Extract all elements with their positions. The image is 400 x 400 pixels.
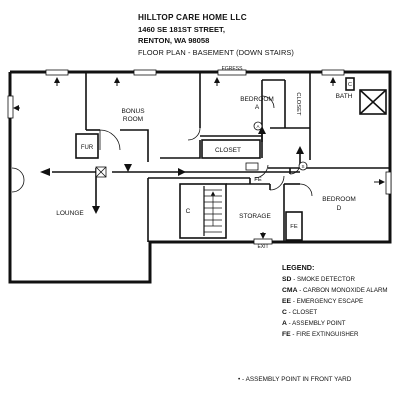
windows (7, 69, 392, 245)
stair-closet-label: C (186, 208, 191, 215)
fe-storage-label: FE (290, 224, 298, 230)
bath-closet-label: C (348, 82, 352, 88)
bedroom-d-label-2: D (337, 205, 342, 212)
door-swings (11, 95, 313, 197)
bonus-room-label-2: ROOM (123, 116, 143, 123)
legend-title: LEGEND: (282, 263, 315, 272)
stairs (203, 186, 222, 236)
exit-label: EXIT (257, 244, 268, 250)
legend-code: EE (282, 298, 292, 305)
interior-walls (75, 72, 390, 242)
closet-label: CLOSET (215, 147, 241, 154)
plan-header: HILLTOP CARE HOME LLC 1460 SE 181ST STRE… (138, 12, 294, 58)
legend: LEGEND: SD - SMOKE DETECTOR CMA - CARBON… (282, 262, 388, 340)
legend-desc: - ASSEMBLY POINT (288, 320, 346, 327)
egress-arrows (13, 77, 385, 239)
facility-name: HILLTOP CARE HOME LLC (138, 13, 247, 22)
bedroom-a-label-2: A (255, 104, 260, 111)
legend-row: C - CLOSET (282, 307, 388, 318)
legend-row: EE - EMERGENCY ESCAPE (282, 296, 388, 307)
smoke-detector-icon (95, 166, 107, 178)
legend-code: A (282, 320, 287, 327)
closet-vertical-label: CLOSET (295, 92, 301, 116)
street-address: 1460 SE 181ST STREET, (138, 24, 225, 34)
legend-code: C (282, 309, 287, 316)
bonus-room-label-1: BONUS (121, 108, 145, 115)
arrow-heads (40, 126, 304, 214)
legend-code: SD (282, 276, 292, 283)
bedroom-d-label-1: BEDROOM (322, 196, 356, 203)
assembly-footnote: • - ASSEMBLY POINT IN FRONT YARD (238, 376, 351, 383)
legend-desc: - FIRE EXTINGUISHER (292, 331, 359, 338)
legend-desc: - EMERGENCY ESCAPE (292, 298, 364, 305)
legend-code: CMA (282, 287, 298, 294)
legend-desc: - CLOSET (288, 309, 318, 316)
legend-row: FE - FIRE EXTINGUISHER (282, 329, 388, 340)
storage-label: STORAGE (239, 213, 271, 220)
room-labels: BONUS ROOM BEDROOM A CLOSET BATH C FUR C… (56, 82, 356, 230)
legend-row: A - ASSEMBLY POINT (282, 318, 388, 329)
assembly-point-icon (253, 121, 308, 171)
legend-row: CMA - CARBON MONOXIDE ALARM (282, 285, 388, 296)
alarm-box-icon (245, 162, 259, 171)
hall-circle-label: S (301, 164, 304, 169)
outer-walls (8, 70, 392, 284)
bedroom-a-circle-label: A (256, 124, 259, 129)
markers: EGRESS EXIT S A (222, 66, 305, 250)
footnote-bullet: • (238, 376, 241, 383)
evacuation-arrows (52, 130, 301, 210)
legend-desc: - SMOKE DETECTOR (293, 276, 355, 283)
bedroom-a-label-1: BEDROOM (240, 96, 274, 103)
plan-subtitle: FLOOR PLAN - BASEMENT (DOWN STAIRS) (138, 47, 294, 57)
lounge-label: LOUNGE (56, 210, 84, 217)
legend-row: SD - SMOKE DETECTOR (282, 274, 388, 285)
city-address: RENTON, WA 98058 (138, 36, 210, 45)
fe-hall-label: FE (254, 177, 262, 183)
egress-label: EGRESS (222, 66, 244, 72)
furnace-label: FUR (81, 145, 94, 151)
legend-desc: - CARBON MONOXIDE ALARM (299, 287, 388, 294)
footnote-text: - ASSEMBLY POINT IN FRONT YARD (242, 376, 352, 383)
bath-label: BATH (336, 93, 353, 100)
legend-code: FE (282, 331, 291, 338)
